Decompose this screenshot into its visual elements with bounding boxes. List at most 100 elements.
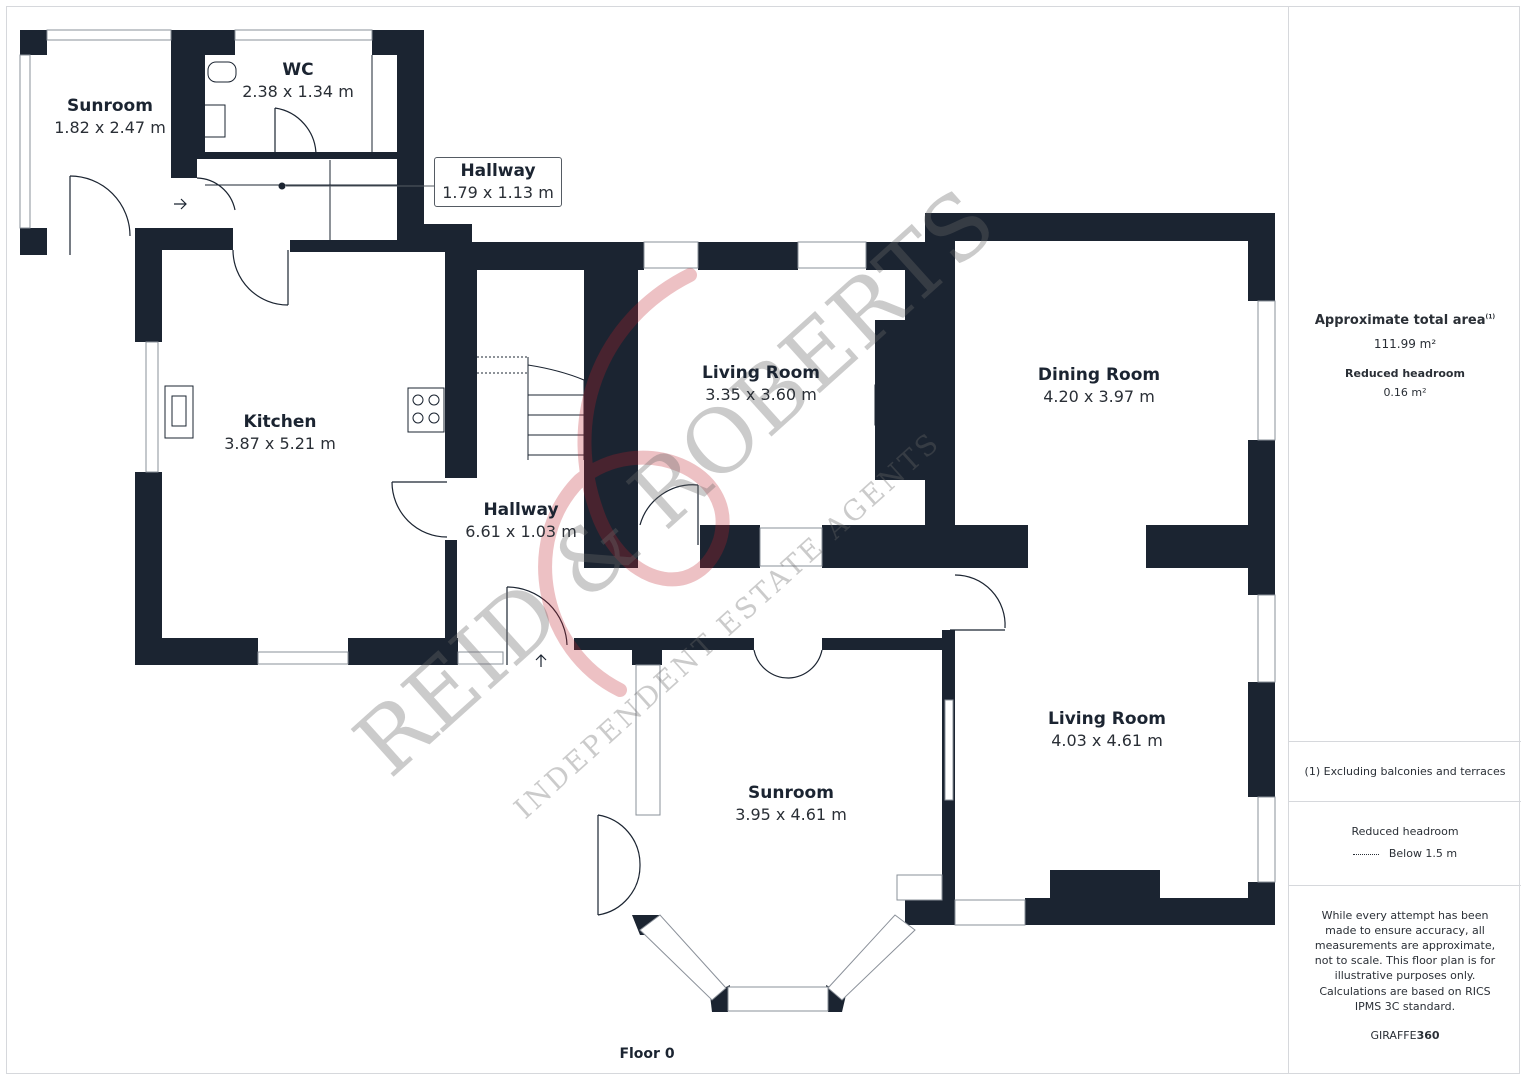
wall (397, 30, 424, 245)
wall (826, 985, 846, 1012)
entry-arrow-icon (174, 198, 187, 210)
windows (19, 29, 1276, 1012)
room-sunroom-small: Sunroom 1.82 x 2.47 m (54, 95, 166, 139)
room-living-room-2: Living Room 4.03 x 4.61 m (1048, 708, 1166, 752)
wall (1248, 440, 1275, 595)
brand-logo: GIRAFFE360 (1289, 1029, 1521, 1042)
sink (164, 385, 194, 439)
toilet (207, 61, 237, 83)
wall (698, 242, 798, 270)
room-dimensions: 1.79 x 1.13 m (442, 183, 554, 202)
room-name: WC (282, 60, 314, 80)
fixtures (164, 55, 904, 439)
wall (135, 472, 162, 665)
hob-ring (428, 412, 440, 424)
window (635, 664, 661, 816)
chimney (1050, 870, 1160, 900)
divider (1289, 801, 1521, 802)
stair-tread (527, 364, 585, 381)
window (19, 54, 31, 229)
brand-suffix: 360 (1416, 1029, 1440, 1042)
wall (20, 228, 47, 255)
door-swing (753, 649, 790, 679)
door-swing (69, 175, 131, 237)
divider (1289, 741, 1521, 742)
wall (290, 240, 400, 252)
wall (20, 30, 47, 55)
window (145, 341, 159, 473)
room-dimensions: 1.82 x 2.47 m (54, 118, 166, 137)
total-area-label: Approximate total area (1314, 313, 1486, 328)
door-swing (639, 484, 699, 526)
window (1257, 796, 1276, 883)
footnote: (1) Excluding balconies and terraces (1304, 765, 1506, 778)
room-wc: WC 2.38 x 1.34 m (242, 59, 354, 103)
floor-label: Floor 0 (619, 1046, 675, 1062)
room-hallway-small: Hallway 1.79 x 1.13 m (434, 157, 562, 207)
wall (1248, 682, 1275, 797)
window (457, 651, 504, 665)
sink-basin (171, 395, 187, 427)
divider (1289, 885, 1521, 886)
window (1257, 300, 1276, 441)
wall (400, 224, 472, 252)
window (827, 914, 916, 1001)
wall (135, 228, 197, 250)
room-hallway-main: Hallway 6.61 x 1.03 m (465, 499, 577, 543)
wall (445, 250, 477, 478)
hob (407, 387, 445, 433)
window (759, 527, 823, 567)
room-name: Hallway (483, 500, 559, 520)
door-swing (391, 481, 448, 538)
wall (866, 242, 928, 270)
wall (905, 898, 955, 925)
wall (197, 152, 397, 159)
callout-leader (286, 185, 434, 187)
window (1257, 594, 1276, 683)
dotted-line-icon (1352, 853, 1379, 855)
room-name: Dining Room (1037, 365, 1161, 385)
room-name: Sunroom (67, 96, 153, 116)
door-swing (597, 864, 641, 916)
reduced-headroom-label: Reduced headroom (1345, 367, 1465, 380)
window (797, 241, 867, 269)
wall (1025, 898, 1275, 925)
wall (822, 525, 1028, 568)
legend: Reduced headroom Below 1.5 m (1289, 825, 1521, 860)
wall (1248, 213, 1275, 301)
total-area-footnote-marker: (1) (1485, 313, 1496, 321)
disclaimer: While every attempt has been made to ens… (1314, 909, 1496, 982)
wall (445, 540, 457, 640)
wall (710, 985, 730, 1012)
door-swing (597, 814, 641, 866)
legend-item: Below 1.5 m (1388, 847, 1458, 860)
entry-arrow-icon (535, 654, 547, 667)
door-swing (274, 107, 317, 156)
room-dining-room: Dining Room 4.20 x 3.97 m (1038, 364, 1160, 408)
room-sunroom-large: Sunroom 3.95 x 4.61 m (735, 782, 847, 826)
staircase (477, 356, 585, 460)
wc-basin (202, 104, 226, 138)
wall (197, 55, 205, 155)
window (234, 29, 373, 41)
light-point-icon (278, 182, 286, 190)
room-dimensions: 6.61 x 1.03 m (465, 522, 577, 541)
door-swing (788, 649, 823, 679)
room-name: Living Room (1048, 709, 1166, 729)
room-dimensions: 3.95 x 4.61 m (735, 805, 847, 824)
room-kitchen: Kitchen 3.87 x 5.21 m (224, 411, 336, 455)
wall (135, 638, 258, 665)
room-name: Kitchen (243, 412, 317, 432)
wall (700, 525, 760, 568)
wall (171, 30, 197, 178)
door-swing (954, 574, 1006, 629)
hob-ring (428, 394, 440, 406)
room-dimensions: 4.03 x 4.61 m (1051, 731, 1163, 750)
wall (197, 30, 235, 55)
wall (472, 242, 644, 270)
wall (135, 250, 162, 342)
total-area-value: 111.99 m² (1373, 337, 1437, 351)
wall (348, 638, 458, 665)
window (639, 914, 727, 1001)
hob-ring (412, 394, 424, 406)
